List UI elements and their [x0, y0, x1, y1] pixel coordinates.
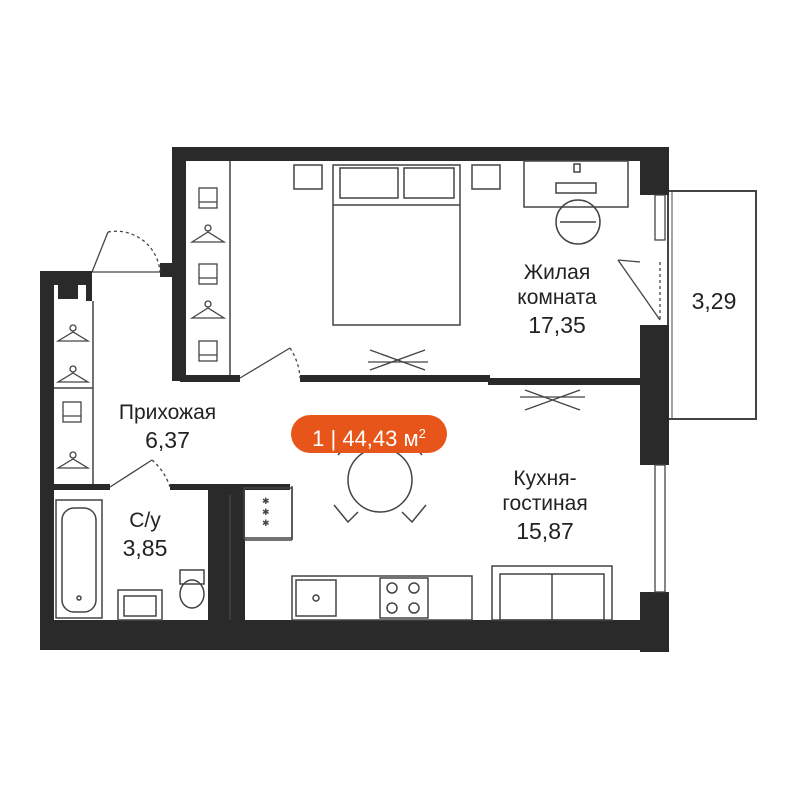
area-summary-badge: 1 | 44,43 м2: [291, 415, 447, 453]
toilet: [179, 569, 205, 609]
room-label-living: Жилая комната 17,35: [497, 260, 617, 340]
room-name-kitchen-1: Кухня-: [513, 467, 577, 490]
entrance-door: [91, 230, 161, 273]
bed: [293, 164, 501, 326]
badge-unit-power: 2: [418, 426, 426, 441]
room-label-balcony: 3,29: [675, 286, 753, 316]
balcony-door: [617, 194, 666, 593]
bathroom-door: [109, 459, 171, 488]
balcony: [667, 190, 757, 420]
room-area-bath: 3,85: [122, 535, 168, 561]
badge-total-area: 44,43: [342, 426, 398, 451]
svg-text:✱: ✱: [262, 508, 270, 518]
lamp-kitchen: [520, 389, 585, 411]
bathtub: [55, 499, 103, 619]
hall-shaft: [58, 283, 78, 299]
room-area-kitchen: 15,87: [516, 518, 574, 544]
room-name-bath: С/у: [129, 509, 161, 532]
interior-walls: [52, 375, 648, 623]
desk: [523, 160, 629, 245]
room-label-hall: Прихожая 6,37: [100, 400, 235, 455]
outer-walls: [40, 147, 669, 652]
wardrobe-bedroom: [189, 187, 227, 362]
svg-text:✱: ✱: [262, 519, 270, 529]
room-area-balcony: 3,29: [691, 288, 737, 314]
badge-unit: м: [403, 426, 419, 451]
lamp-bedroom: [368, 349, 428, 371]
svg-text:✱: ✱: [262, 497, 270, 507]
room-label-kitchen: Кухня- гостиная 15,87: [480, 466, 610, 546]
room-name-kitchen-2: гостиная: [502, 492, 588, 515]
room-area-hall: 6,37: [145, 427, 190, 453]
room-name-living-2: комната: [517, 286, 597, 309]
badge-separator: |: [330, 426, 337, 451]
room-area-living: 17,35: [528, 312, 586, 338]
badge-rooms: 1: [312, 426, 325, 451]
room-name-living-1: Жилая: [523, 261, 591, 284]
wardrobe-hall: [55, 324, 91, 469]
sink: [117, 589, 163, 621]
room-label-bath: С/у 3,85: [105, 508, 185, 563]
kitchen-unit: ✱ ✱ ✱: [243, 487, 473, 621]
sofa: [491, 565, 613, 621]
bedroom-door: [239, 347, 301, 379]
room-name-hall: Прихожая: [118, 401, 217, 424]
